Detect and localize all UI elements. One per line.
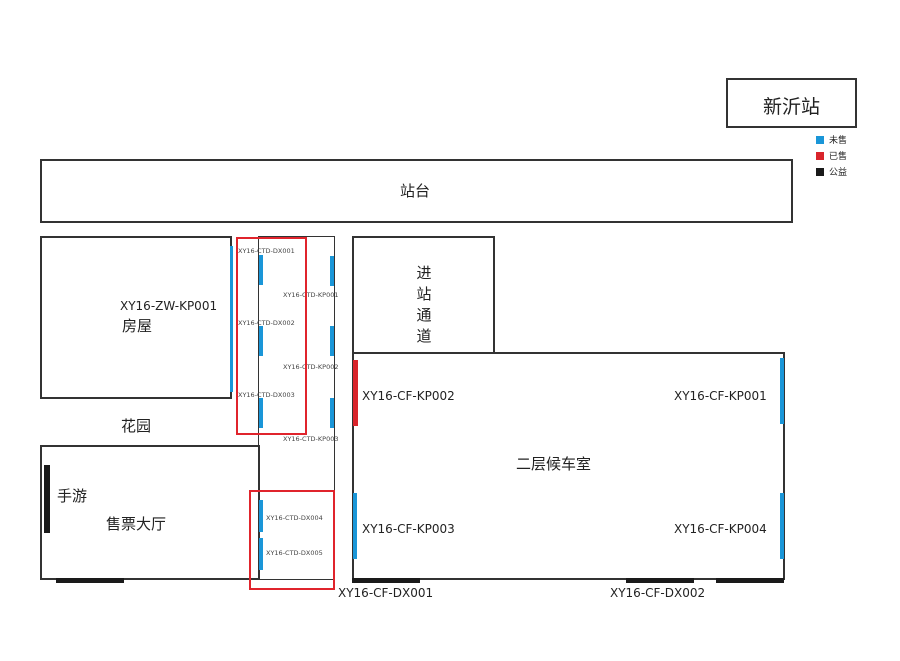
spot-marker-unsold	[780, 358, 784, 424]
spot-marker-unsold	[330, 256, 334, 286]
entrance-passage-area: 进 站 通 道	[352, 236, 495, 354]
house-label: 房屋	[122, 317, 153, 335]
spot-zw-kp001: XY16-ZW-KP001	[120, 299, 218, 313]
spot-marker-unsold	[330, 326, 334, 356]
legend-item-sold: 已售	[816, 149, 847, 162]
ticket-hall-label: 售票大厅	[106, 515, 167, 533]
spot-ctd-dx004: XY16-CTD-DX004	[266, 514, 323, 522]
spot-marker-unsold	[780, 493, 784, 559]
spot-ctd-kp001: XY16-CTD-KP001	[283, 291, 339, 299]
tourism-label: 手游	[57, 487, 88, 505]
legend-swatch-blue	[816, 135, 824, 144]
waiting-room-label: 二层候车室	[516, 455, 592, 473]
spot-marker-sold	[353, 360, 358, 426]
spot-marker-unsold	[353, 493, 357, 559]
spot-ctd-dx002: XY16-CTD-DX002	[238, 319, 295, 327]
legend-label: 未售	[829, 136, 848, 146]
spot-ctd-kp002: XY16-CTD-KP002	[283, 363, 339, 371]
spot-marker-unsold	[259, 500, 263, 532]
station-name-box: 新沂站	[726, 78, 857, 128]
legend-item-unsold: 未售	[816, 133, 847, 146]
spot-cf-kp001: XY16-CF-KP001	[674, 389, 767, 403]
entrance-passage-label: 进 站 通 道	[416, 264, 432, 345]
house-area: XY16-ZW-KP001 房屋	[40, 236, 232, 399]
spot-ctd-kp003: XY16-CTD-KP003	[283, 435, 339, 443]
legend-label: 公益	[829, 168, 848, 178]
ticket-hall-area: 手游 售票大厅	[40, 445, 260, 580]
spot-marker-public	[56, 578, 124, 583]
spot-marker-public	[44, 465, 50, 533]
corridor-area	[258, 236, 335, 580]
legend-swatch-red	[816, 151, 824, 160]
spot-marker-unsold	[230, 246, 233, 392]
spot-marker-public	[626, 578, 694, 583]
highlight-frame	[249, 490, 335, 590]
legend-item-public: 公益	[816, 165, 847, 178]
platform-area: 站台	[40, 159, 793, 223]
spot-ctd-dx005: XY16-CTD-DX005	[266, 549, 323, 557]
spot-cf-kp003: XY16-CF-KP003	[362, 522, 455, 536]
legend-label: 已售	[829, 152, 848, 162]
spot-marker-unsold	[259, 255, 263, 285]
station-name: 新沂站	[762, 96, 820, 118]
legend-swatch-black	[816, 167, 824, 176]
spot-marker-unsold	[259, 398, 263, 428]
spot-marker-public	[716, 578, 784, 583]
spot-cf-dx002: XY16-CF-DX002	[610, 586, 706, 600]
spot-cf-kp002: XY16-CF-KP002	[362, 389, 455, 403]
garden-label: 花园	[121, 417, 152, 435]
spot-marker-public	[352, 578, 420, 583]
spot-marker-unsold	[330, 398, 334, 428]
highlight-frame	[236, 237, 307, 435]
spot-marker-unsold	[259, 538, 263, 570]
spot-cf-kp004: XY16-CF-KP004	[674, 522, 767, 536]
platform-label: 站台	[400, 182, 431, 200]
waiting-room-area: XY16-CF-KP002 XY16-CF-KP001 二层候车室 XY16-C…	[352, 352, 785, 580]
spot-ctd-dx001: XY16-CTD-DX001	[238, 247, 295, 255]
spot-marker-unsold	[259, 326, 263, 356]
spot-cf-dx001: XY16-CF-DX001	[338, 586, 434, 600]
spot-ctd-dx003: XY16-CTD-DX003	[238, 391, 295, 399]
